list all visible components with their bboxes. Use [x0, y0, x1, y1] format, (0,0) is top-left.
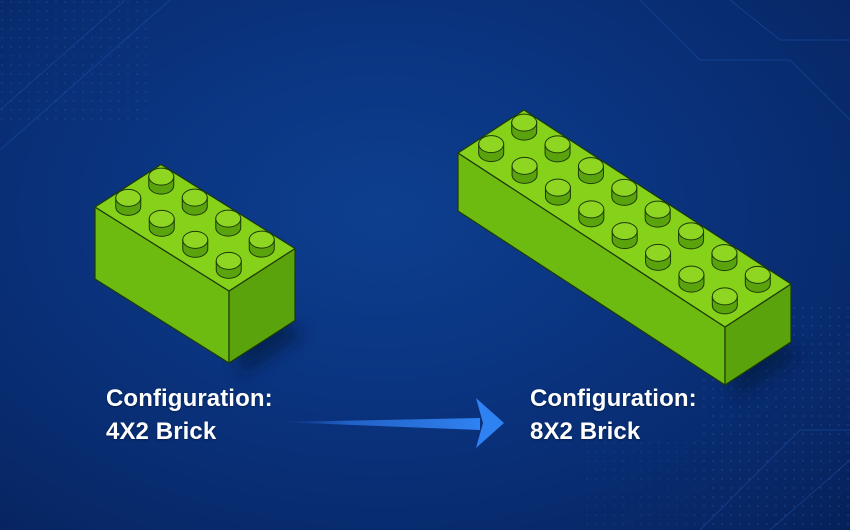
- caption-left-value: 4X2 Brick: [106, 418, 217, 445]
- caption-left: Configuration: 4X2 Brick: [106, 382, 273, 448]
- brick-stud: [678, 265, 705, 293]
- brick-stud: [611, 178, 638, 206]
- brick-stud: [678, 222, 705, 250]
- brick-stud: [711, 287, 738, 315]
- brick-stud: [645, 243, 672, 271]
- brick-stud: [744, 265, 771, 293]
- brick-stud: [478, 135, 505, 163]
- brick-stud: [644, 200, 671, 228]
- brick-stud: [215, 251, 242, 279]
- brick-stud: [115, 188, 142, 216]
- caption-right: Configuration: 8X2 Brick: [530, 382, 697, 448]
- caption-left-label: Configuration:: [106, 385, 273, 412]
- arrow-right-icon: [278, 398, 504, 448]
- brick-stud: [181, 188, 208, 216]
- brick-stud: [577, 157, 604, 185]
- brick-stud: [544, 178, 571, 206]
- brick-stud: [544, 135, 571, 163]
- caption-right-label: Configuration:: [530, 385, 697, 412]
- brick-stud: [511, 156, 538, 184]
- brick-8x2: [457, 109, 801, 399]
- brick-stud: [248, 230, 275, 258]
- brick-stud: [511, 113, 538, 141]
- brick-4x2: [94, 163, 305, 377]
- brick-stud: [711, 244, 738, 272]
- brick-stud: [578, 200, 605, 228]
- brick-stud: [182, 230, 209, 258]
- caption-right-value: 8X2 Brick: [530, 418, 641, 445]
- brick-top-face: [94, 163, 296, 292]
- brick-stud: [148, 209, 175, 237]
- brick-top-face: [457, 109, 792, 328]
- brick-stud: [148, 167, 175, 195]
- brick-stud: [215, 209, 242, 237]
- brick-stud: [611, 222, 638, 250]
